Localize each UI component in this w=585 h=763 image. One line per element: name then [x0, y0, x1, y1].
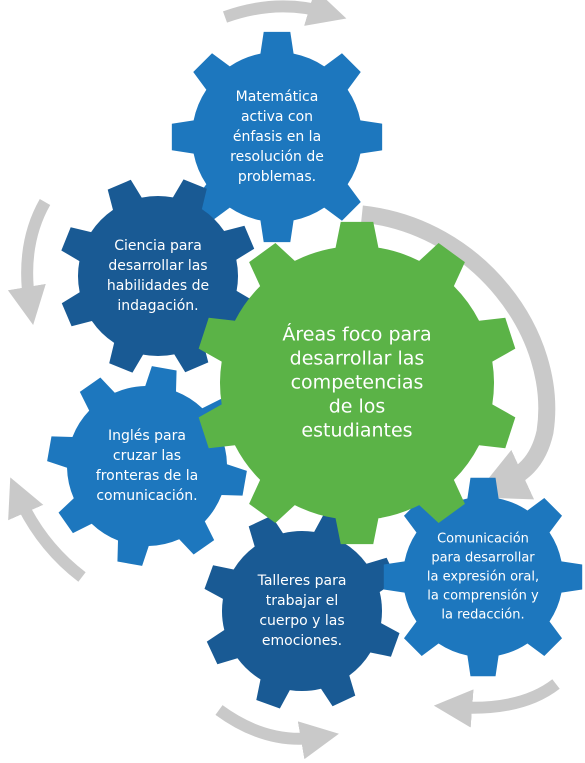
gear-shape-center: [198, 221, 516, 545]
gear-label-comunicacion-line-1: Comunicación: [437, 532, 529, 547]
gear-label-matematica-line-1: Matemática: [236, 89, 319, 105]
gear-label-matematica-line-5: problemas.: [238, 169, 316, 185]
gear-label-center-line-1: Áreas foco para: [282, 323, 431, 346]
gear-label-matematica-line-4: resolución de: [230, 149, 324, 165]
gear-label-ingles-line-1: Inglés para: [108, 428, 186, 444]
gear-label-ciencia-line-1: Ciencia para: [114, 238, 202, 254]
gears-group: Matemática activa con énfasis en la resoluc…: [47, 31, 583, 709]
gear-label-center-line-2: desarrollar las: [290, 348, 425, 370]
cycle-arrow-bottom-icon: [215, 705, 339, 760]
gear-label-center-line-4: de los: [329, 396, 386, 418]
cycle-arrow-top-icon: [222, 0, 347, 26]
gear-label-talleres-line-2: trabajar el: [266, 593, 338, 609]
gear-label-talleres-line-1: Talleres para: [257, 573, 347, 589]
cycle-arrow-bottom-right-icon: [433, 679, 560, 728]
gear-label-ciencia-line-4: indagación.: [117, 298, 198, 314]
gear-label-center-line-3: competencias: [291, 372, 424, 394]
gear-label-ingles-line-4: comunicación.: [96, 488, 197, 504]
gear-shape-matematica: [171, 31, 383, 243]
gear-ciencia: Ciencia para desarrollar las habilidades d…: [61, 179, 255, 373]
gear-shape-talleres: [204, 513, 400, 709]
gear-label-ingles-line-2: cruzar las: [113, 448, 181, 464]
cycle-arrow-left-low-icon: [8, 477, 86, 582]
gear-label-ingles-line-3: fronteras de la: [96, 468, 198, 484]
gear-label-matematica-line-2: activa con: [241, 109, 313, 125]
cycle-arrow-left-top-icon: [7, 199, 51, 325]
gear-label-center-line-5: estudiantes: [301, 420, 412, 442]
gear-label-comunicacion-line-3: la expresión oral,: [427, 570, 539, 585]
gear-label-comunicacion-line-4: la comprensión y: [427, 589, 539, 604]
gear-label-matematica-line-3: énfasis en la: [233, 129, 321, 145]
gear-shape-ciencia: [61, 179, 255, 373]
gear-talleres: Talleres para trabajar el cuerpo y las emoc…: [204, 513, 400, 709]
gear-label-ciencia-line-2: desarrollar las: [108, 258, 207, 274]
gear-comunicacion: Comunicación para desarrollar la expresión…: [383, 477, 583, 677]
gear-label-talleres-line-3: cuerpo y las: [259, 613, 344, 629]
cycle-arrows: [7, 0, 560, 760]
gear-label-comunicacion-line-5: la redacción.: [441, 608, 524, 623]
cycle-arrow-right-long-icon: [361, 205, 556, 500]
gear-ingles: Inglés para cruzar las fronteras de la comu…: [47, 366, 247, 566]
gear-label-comunicacion-line-2: para desarrollar: [431, 551, 535, 566]
gear-matematica: Matemática activa con énfasis en la resoluc…: [171, 31, 383, 243]
gear-shape-comunicacion: [383, 477, 583, 677]
gear-shape-ingles: [47, 366, 247, 566]
gear-label-talleres-line-4: emociones.: [262, 633, 342, 649]
gear-label-ciencia-line-3: habilidades de: [107, 278, 209, 294]
